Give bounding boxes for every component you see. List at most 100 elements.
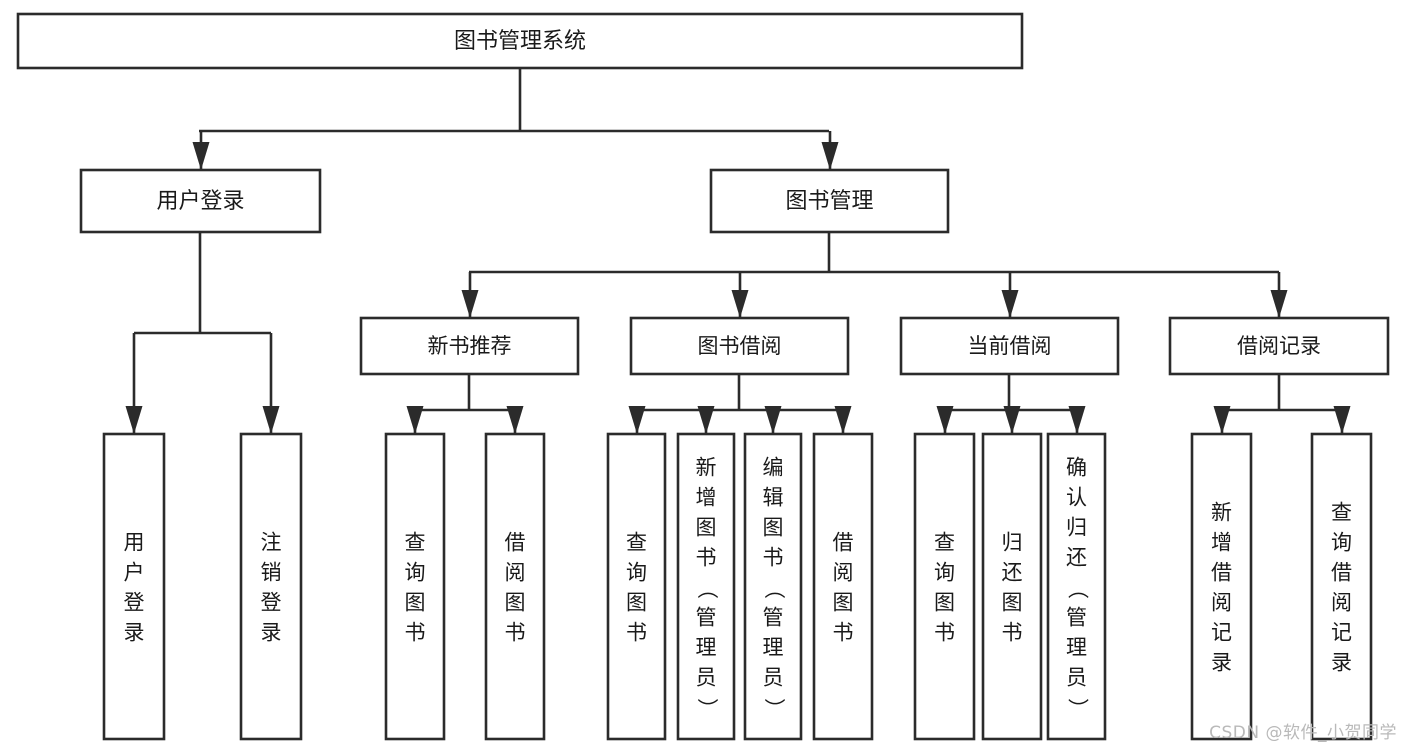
node-box-leaf-query-book-rec[interactable] [384,432,446,741]
svg-text:录: 录 [1211,651,1232,675]
node-new-book-recommend[interactable]: 新书推荐 [359,316,580,376]
node-box-borrow-record[interactable] [1168,316,1390,376]
node-borrow-record[interactable]: 借阅记录 [1168,316,1390,376]
connector-bus-root [199,68,829,133]
svg-text:查: 查 [1331,501,1352,525]
svg-text:注: 注 [261,531,282,555]
svg-text:新: 新 [1211,501,1232,525]
connector-bus-new-book-recommend [415,374,515,412]
connector-bus-book-manage [469,232,1279,274]
nodes-layer: 图书管理系统用户登录图书管理新书推荐图书借阅当前借阅借阅记录用户登录注销登录查询… [16,12,1390,741]
node-book-borrow[interactable]: 图书借阅 [629,316,850,376]
svg-text:询: 询 [626,561,647,585]
connector-bus-borrow-record [1221,374,1341,412]
svg-text:记: 记 [1211,621,1232,645]
arrowhead-book-borrow [731,290,749,318]
arrowhead-book-manage [821,142,839,170]
svg-text:新: 新 [696,456,717,480]
drops-borrow-record [1213,406,1351,434]
svg-text:归: 归 [1066,516,1087,540]
svg-text:）: ） [695,698,719,719]
node-box-leaf-user-login[interactable] [102,432,166,741]
node-box-book-borrow[interactable] [629,316,850,376]
svg-text:（: （ [695,578,719,599]
svg-text:书: 书 [833,621,854,645]
svg-text:管: 管 [696,606,717,630]
node-box-leaf-confirm-return-admin[interactable] [1046,432,1107,741]
svg-text:书: 书 [763,546,784,570]
svg-text:确: 确 [1066,456,1087,480]
node-leaf-user-login[interactable]: 用户登录 [102,432,166,741]
svg-text:理: 理 [1066,636,1087,660]
node-box-root[interactable] [16,12,1024,70]
svg-text:借: 借 [1211,561,1232,585]
svg-text:辑: 辑 [763,486,784,510]
node-box-user-login[interactable] [79,168,322,234]
arrowhead-user-login [192,142,210,170]
node-box-leaf-query-book-borrow[interactable] [606,432,667,741]
node-box-current-borrow[interactable] [899,316,1120,376]
node-box-leaf-edit-book-admin[interactable] [743,432,803,741]
node-box-leaf-query-borrow-record[interactable] [1310,432,1373,741]
node-box-leaf-add-book-admin[interactable] [676,432,736,741]
node-root[interactable]: 图书管理系统 [16,12,1024,70]
svg-text:借: 借 [505,531,526,555]
node-box-leaf-add-borrow-record[interactable] [1190,432,1253,741]
node-user-login[interactable]: 用户登录 [79,168,322,234]
node-box-leaf-query-book-current[interactable] [913,432,976,741]
node-box-leaf-return-book[interactable] [981,432,1043,741]
svg-text:查: 查 [405,531,426,555]
arrowhead-leaf-borrow-book-rec [506,406,524,434]
node-current-borrow[interactable]: 当前借阅 [899,316,1120,376]
node-box-new-book-recommend[interactable] [359,316,580,376]
svg-text:（: （ [1066,578,1090,599]
node-box-book-manage[interactable] [709,168,950,234]
svg-text:图: 图 [626,591,647,615]
svg-text:阅: 阅 [1331,591,1352,615]
node-label-root: 图书管理系统 [454,29,586,54]
node-box-leaf-borrow-book-rec[interactable] [484,432,546,741]
svg-text:图: 图 [505,591,526,615]
node-label-current-borrow: 当前借阅 [968,334,1052,358]
node-label-borrow-record: 借阅记录 [1237,334,1321,358]
svg-text:归: 归 [1002,531,1023,555]
svg-text:登: 登 [124,591,145,615]
svg-text:图: 图 [763,516,784,540]
svg-text:借: 借 [833,531,854,555]
svg-text:还: 还 [1002,561,1023,585]
node-box-leaf-logout[interactable] [239,432,303,741]
svg-text:查: 查 [626,531,647,555]
svg-text:图: 图 [1002,591,1023,615]
svg-text:员: 员 [696,666,717,690]
svg-text:录: 录 [1331,651,1352,675]
node-label-book-borrow: 图书借阅 [698,334,782,358]
connector-bus-book-borrow [636,374,843,412]
node-book-manage[interactable]: 图书管理 [709,168,950,234]
arrowhead-current-borrow [1001,290,1019,318]
node-box-leaf-borrow-book[interactable] [812,432,874,741]
svg-text:管: 管 [763,606,784,630]
svg-text:阅: 阅 [833,561,854,585]
arrowhead-leaf-add-borrow-record [1213,406,1231,434]
